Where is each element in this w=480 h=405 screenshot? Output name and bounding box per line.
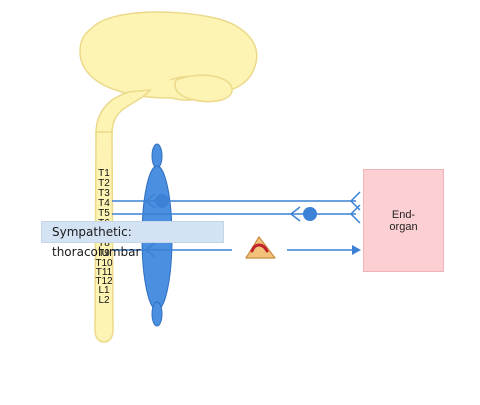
cerebellum [174, 74, 233, 103]
segment-label-t10: T10 [95, 258, 113, 269]
segment-label-l2: L2 [98, 295, 110, 306]
organ-synapse-dot [303, 207, 317, 221]
segment-label-t12: T12 [95, 276, 113, 287]
arrowhead-to-organ [352, 245, 361, 255]
segment-label-t5: T5 [98, 208, 110, 219]
segment-label-t4: T4 [98, 198, 110, 209]
sympathetic-caption: Sympathetic: thoracolumbar [41, 221, 224, 259]
segment-label-t9: T9 [92, 249, 116, 259]
synapse-open-top-left [144, 193, 156, 209]
chain-top-node [151, 143, 163, 169]
synapse-open-middle-right [349, 204, 361, 224]
segment-label-t3: T3 [98, 188, 110, 199]
brainstem [95, 89, 152, 135]
segment-label-t1: T1 [98, 168, 110, 179]
end-organ-label-line1: End- [391, 208, 416, 221]
segment-label-l1: L1 [98, 285, 110, 296]
end-organ-box: End- organ [363, 169, 444, 272]
ganglion-synapse-dot [155, 194, 169, 208]
end-organ-label: End- organ [389, 209, 417, 233]
end-organ-label-line2: organ [389, 220, 418, 233]
chain-bottom-node [151, 301, 163, 327]
synapse-open-middle-left [289, 206, 301, 222]
segment-label-t2: T2 [98, 178, 110, 189]
segment-label-t11: T11 [95, 267, 113, 278]
brain [79, 11, 258, 135]
segment-label-t8: T8 [92, 239, 116, 249]
synapse-open-bottom-left [144, 242, 156, 258]
adrenal-gland-icon [245, 236, 276, 259]
